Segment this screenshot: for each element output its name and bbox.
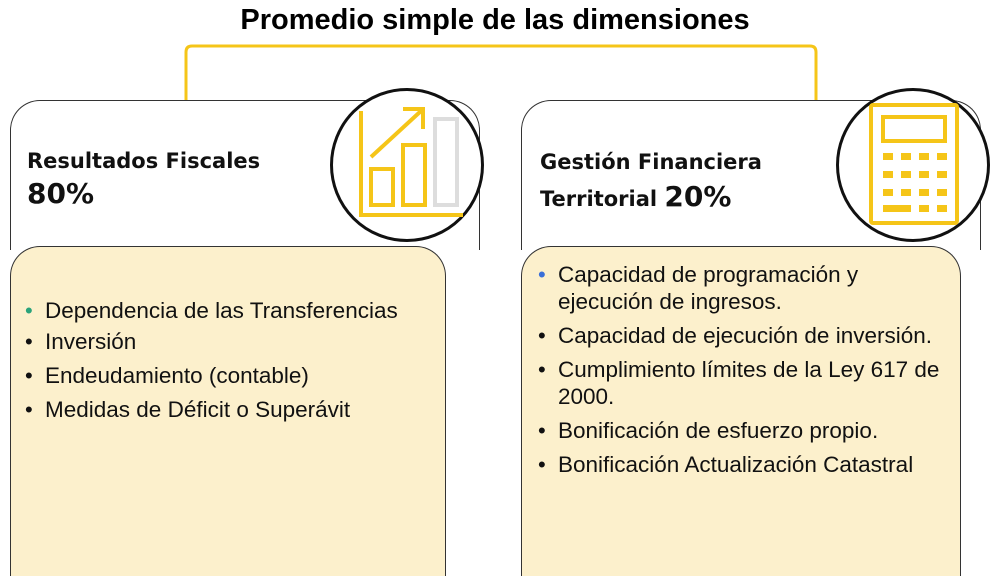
dimension-name-line2: Territorial xyxy=(540,187,658,212)
bar-chart-growth-icon xyxy=(330,88,484,242)
bullet-icon: • xyxy=(538,323,546,348)
dimension-title-gestion: Gestión Financiera Territorial 20% xyxy=(540,147,762,218)
bullet-icon: • xyxy=(25,329,33,354)
bullet-icon: • xyxy=(25,298,33,323)
list-item: •Capacidad de programación y ejecución d… xyxy=(538,262,859,314)
dimension-card-fiscal: •Dependencia de las Transferencias •Inve… xyxy=(10,246,446,576)
bullet-icon: • xyxy=(538,262,546,287)
list-item: •Capacidad de ejecución de inversión. xyxy=(538,323,932,348)
dimension-percent: 20% xyxy=(664,180,732,214)
connector-bracket xyxy=(184,44,818,100)
dimension-name-line1: Gestión Financiera xyxy=(540,150,762,174)
list-item: •Dependencia de las Transferencias xyxy=(25,298,398,323)
list-item: •Inversión xyxy=(25,329,137,354)
bullet-icon: • xyxy=(538,357,546,382)
indicator-list-gestion: •Capacidad de programación y ejecución d… xyxy=(536,261,956,485)
bullet-icon: • xyxy=(25,397,33,422)
list-item: •Medidas de Déficit o Superávit xyxy=(25,397,351,422)
list-item: •Bonificación de esfuerzo propio. xyxy=(538,418,879,443)
indicator-list-fiscal: •Dependencia de las Transferencias •Inve… xyxy=(23,297,443,430)
diagram-title: Promedio simple de las dimensiones xyxy=(240,4,750,36)
dimension-percent: 80% xyxy=(27,177,95,211)
list-item: •Cumplimiento límites de la Ley 617 de 2… xyxy=(538,357,940,409)
bullet-icon: • xyxy=(25,363,33,388)
dimension-card-gestion: •Capacidad de programación y ejecución d… xyxy=(521,246,961,576)
bullet-icon: • xyxy=(538,418,546,443)
dimension-name: Resultados Fiscales xyxy=(27,149,261,173)
list-item: •Bonificación Actualización Catastral xyxy=(538,452,914,477)
bullet-icon: • xyxy=(538,452,546,477)
list-item: •Endeudamiento (contable) xyxy=(25,363,309,388)
calculator-icon xyxy=(836,88,990,242)
dimension-title-fiscal: Resultados Fiscales 80% xyxy=(27,147,260,213)
